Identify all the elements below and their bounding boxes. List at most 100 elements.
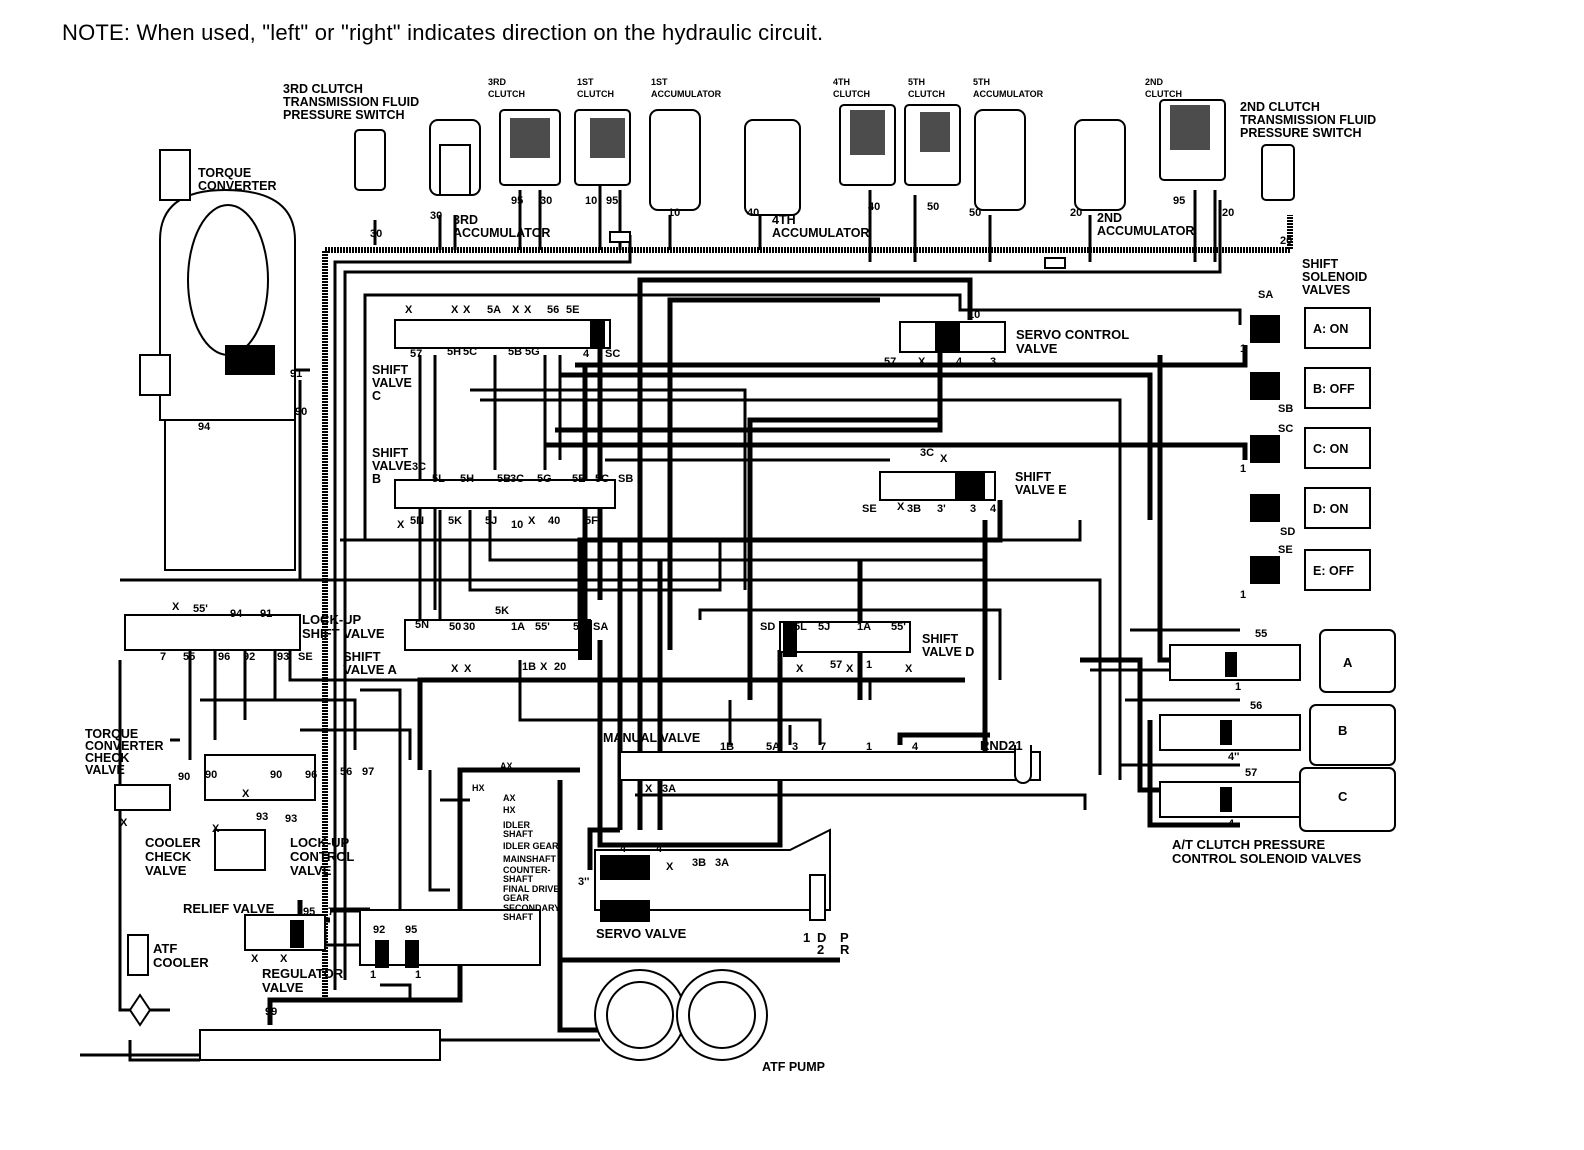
3rd-accumulator-piston (439, 144, 471, 196)
port-label-solenoid: 1 (1240, 589, 1246, 601)
port-label-shift_d: 55' (891, 621, 906, 633)
shift-valve-b (394, 479, 616, 509)
port-label-shift_a: X (464, 663, 472, 675)
solenoid-e (1304, 549, 1371, 591)
label-pos-p: P (840, 930, 849, 945)
4th-clutch-plates (850, 110, 885, 155)
port-label-lockup_control: 90 (205, 769, 217, 781)
port-label-manual: 3A (662, 783, 676, 795)
shift-solenoid-valves (1159, 307, 1396, 832)
label-pos-r: R (840, 942, 850, 957)
port-label-solenoid: 1 (1240, 463, 1246, 475)
shift-valve-c (394, 319, 611, 349)
label-5th-clutch-2: CLUTCH (908, 89, 945, 99)
port-label-shift_b: 5F (585, 515, 598, 527)
port-label-lockup_control: X (120, 817, 128, 829)
port-label-top: 95 (606, 195, 618, 207)
port-label-top: 20 (1280, 235, 1292, 247)
label-1st-clutch: 1ST (577, 77, 594, 87)
lockup-control-valve (204, 754, 316, 801)
port-label-manual: 1B (720, 741, 734, 753)
2nd-accumulator-body (1074, 119, 1126, 211)
label-4th-accum: 4TH (772, 213, 796, 227)
label-regulator-2: VALVE (262, 980, 304, 995)
5th-clutch-plates (920, 112, 950, 152)
detent (1014, 745, 1032, 784)
lubrication-labels: AX HX AX HX IDLER SHAFT IDLER GEAR MAINS… (472, 761, 560, 922)
port-label-shift_d: X (905, 663, 913, 675)
2nd-clutch-pressure-switch (1261, 144, 1295, 201)
label-pos-2: 2 (817, 942, 824, 957)
port-label-shift_a: 55' (535, 621, 550, 633)
port-label-shift_b: 5B (497, 473, 511, 485)
label-3rd-clutch-switch: 3RD CLUTCH (283, 82, 363, 96)
port-label-lockup_shift: 7 (160, 651, 166, 663)
port-label-servo: 3A (715, 857, 729, 869)
port-label-shift_b: 40 (548, 515, 560, 527)
5th-accumulator-body (974, 109, 1026, 211)
label-at-solenoid-b: B (1338, 723, 1347, 738)
port-label-shift_b: X (528, 515, 536, 527)
port-label-servo: 4' (620, 843, 629, 855)
label-pos-1: 1 (803, 930, 810, 945)
port-label-shift_d: 5J (818, 621, 830, 633)
port-label-shift_c: X (512, 304, 520, 316)
port-label-servo_control: 57 (884, 356, 896, 368)
label-solenoid-e: E: OFF (1313, 564, 1354, 578)
port-label-shift_a: 1A (511, 621, 525, 633)
label-4th-clutch-2: CLUTCH (833, 89, 870, 99)
solenoid-a (1304, 307, 1371, 349)
label-solenoid-d: D: ON (1313, 502, 1348, 516)
port-label-lockup_shift: 92 (243, 651, 255, 663)
port-label-at_clutch: 55 (1255, 628, 1267, 640)
port-label-shift_c: X (405, 304, 413, 316)
port-label-shift_b: 10 (511, 519, 523, 531)
3rd-clutch-pressure-switch (354, 129, 386, 191)
label-servo-valve: SERVO VALVE (596, 926, 687, 941)
port-label-shift_c: X (463, 304, 471, 316)
port-label-shift_b: 5N (410, 515, 424, 527)
at-clutch-solenoid-a (1319, 629, 1396, 693)
port-label-lockup_shift: 55' (193, 603, 208, 615)
lube-idler-gear: IDLER GEAR (503, 841, 559, 851)
label-solenoid-b: B: OFF (1313, 382, 1355, 396)
3rd-clutch-plates (510, 118, 550, 158)
port-label-shift_a: 20 (554, 661, 566, 673)
port-label-tc: 94 (198, 421, 211, 433)
label-shift-b-2: VALVE (372, 459, 412, 473)
label-3rd-clutch-switch-3: PRESSURE SWITCH (283, 108, 405, 122)
atf-cooler (127, 934, 149, 976)
port-label-solenoid: SA (1258, 289, 1273, 301)
label-2nd-clutch-2: CLUTCH (1145, 89, 1182, 99)
port-label-shift_a: X (451, 663, 459, 675)
port-label-shift_d: 1A (857, 621, 871, 633)
label-shift-solenoids-2: SOLENOID (1302, 270, 1367, 284)
label-2nd-accum: 2ND (1097, 211, 1122, 225)
port-label-lockup_control: X (242, 788, 250, 800)
port-label-lockup_shift: SE (298, 651, 313, 663)
label-2nd-clutch-switch-3: PRESSURE SWITCH (1240, 126, 1362, 140)
label-atf-pump: ATF PUMP (762, 1060, 825, 1074)
port-label-shift_e: 3' (937, 503, 946, 515)
label-tc-check-3: CHECK (85, 751, 129, 765)
label-shift-solenoids: SHIFT (1302, 257, 1338, 271)
port-label-regulator: 7 (328, 906, 334, 918)
port-label-lockup_control: 93 (256, 811, 268, 823)
cooler-check-valve (214, 829, 266, 871)
port-label-manual: X (645, 783, 653, 795)
port-label-lockup_shift: 93 (277, 651, 289, 663)
shift-valve-a (404, 619, 591, 651)
port-label-top: 20 (1222, 207, 1234, 219)
relief-valve (244, 914, 326, 951)
label-1st-accum: 1ST (651, 77, 668, 87)
label-shift-d: SHIFT (922, 632, 958, 646)
port-label-shift_c: X (451, 304, 459, 316)
4th-accumulator-body (744, 119, 801, 216)
label-relief-valve: RELIEF VALVE (183, 901, 275, 916)
port-label-top: 40 (747, 207, 759, 219)
port-label-top: 20 (1070, 207, 1082, 219)
port-label-lockup_shift: 55 (183, 651, 195, 663)
port-label-top: 30 (540, 195, 552, 207)
label-3rd-clutch-2: CLUTCH (488, 89, 525, 99)
label-lockup-control: LOCK-UP (290, 835, 350, 850)
